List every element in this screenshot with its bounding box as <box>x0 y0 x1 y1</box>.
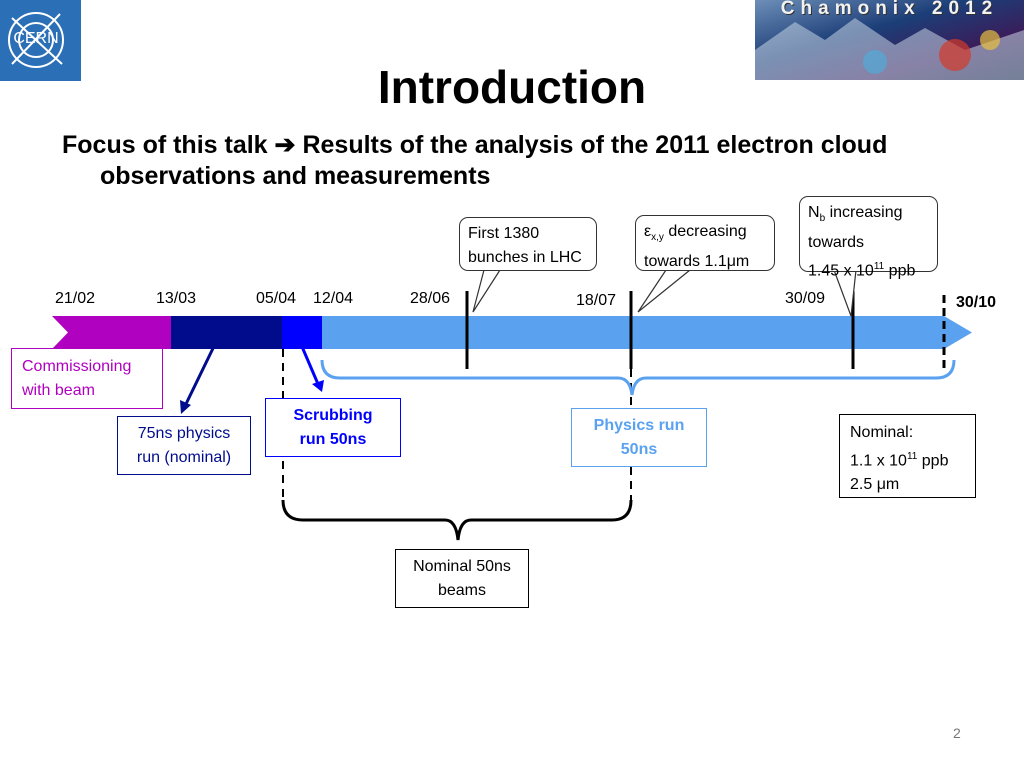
physics75-label: 75ns physics run (nominal) <box>117 416 251 475</box>
date-21-02: 21/02 <box>55 290 96 307</box>
emittance-line2: towards 1.1μm <box>644 253 750 271</box>
physics75-line1: 75ns physics <box>137 425 231 442</box>
commissioning-line2: with beam <box>22 382 95 399</box>
nb-line3-pre: 1.45 x 10 <box>808 262 874 280</box>
physics75-arrow-head <box>180 400 191 414</box>
nb-symbol: N <box>808 204 820 221</box>
commissioning-segment <box>52 316 172 349</box>
nb-text: increasing <box>825 204 903 221</box>
physics-run-brace <box>320 359 956 396</box>
physics50-line1: Physics run <box>593 417 685 434</box>
physics50-label: Physics run 50ns <box>571 408 707 467</box>
first1380-pointer <box>472 269 501 313</box>
nominal-line2-post: ppb <box>917 452 949 470</box>
emittance-callout: εx,y decreasing towards 1.1μm <box>635 215 775 271</box>
right-arrow-icon: ➔ <box>274 131 296 159</box>
first1380-line2: bunches in LHC <box>468 249 582 266</box>
physics50-segment <box>322 316 972 349</box>
focus-lead: Focus of this talk <box>62 131 268 159</box>
nominal-line2: 1.1 x 1011 ppb <box>850 445 965 473</box>
date-28-06: 28/06 <box>410 290 451 307</box>
nb-line3-post: ppb <box>884 262 916 280</box>
nb-line2: towards <box>808 234 865 252</box>
page-number: 2 <box>953 725 961 741</box>
nominal-line1: Nominal: <box>850 424 914 441</box>
nominal50-line2: beams <box>437 582 487 599</box>
scrubbing-line1: Scrubbing <box>293 407 373 424</box>
date-30-10: 30/10 <box>956 294 997 311</box>
emittance-subscript: x,y <box>651 232 664 244</box>
emittance-pointer <box>637 269 691 313</box>
physics50-line2: 50ns <box>620 441 658 458</box>
scrubbing-arrow-head <box>312 380 324 392</box>
nominal50-brace <box>281 499 633 541</box>
nominal-line2-pre: 1.1 x 10 <box>850 452 907 470</box>
focus-statement: Focus of this talk ➔ Results of the anal… <box>62 130 992 192</box>
focus-line-2: observations and measurements <box>100 162 491 190</box>
date-13-03: 13/03 <box>156 290 197 307</box>
commissioning-line1: Commissioning <box>22 358 132 375</box>
nominal-line2-exponent: 11 <box>906 451 918 462</box>
nominal-line3: 2.5 μm <box>850 476 900 494</box>
emittance-line1: εx,y decreasing <box>644 220 766 250</box>
date-30-09: 30/09 <box>785 290 826 307</box>
nominal50-label: Nominal 50ns beams <box>395 549 529 608</box>
nb-pointer <box>833 269 857 317</box>
date-12-04: 12/04 <box>313 290 354 307</box>
physics75-segment <box>171 316 283 349</box>
chamonix-logo: Chamonix 2012 <box>755 0 1024 80</box>
nb-line3-exponent: 11 <box>873 261 885 273</box>
emittance-text: decreasing <box>663 223 747 240</box>
scrubbing-arrow-line <box>298 341 320 385</box>
cern-logo-text: CERN <box>13 30 59 47</box>
focus-rest: Results of the analysis of the 2011 elec… <box>302 131 888 159</box>
scrubbing-label: Scrubbing run 50ns <box>265 398 401 457</box>
epsilon-symbol: ε <box>644 223 652 240</box>
date-18-07: 18/07 <box>576 292 617 309</box>
nb-line1: Nb increasing <box>808 201 929 231</box>
nominal50-line1: Nominal 50ns <box>413 558 511 575</box>
scrubbing-line2: run 50ns <box>299 431 367 448</box>
physics75-arrow-line <box>183 337 220 407</box>
focus-line-1: Focus of this talk ➔ Results of the anal… <box>62 130 992 161</box>
page-title: Introduction <box>377 61 647 113</box>
physics75-line2: run (nominal) <box>136 449 232 466</box>
cern-logo: CERN <box>0 0 81 81</box>
first1380-callout: First 1380 bunches in LHC <box>459 217 597 271</box>
nb-callout: Nb increasing towards 1.45 x 1011 ppb <box>799 196 938 280</box>
commissioning-label: Commissioning with beam <box>11 348 163 409</box>
date-05-04: 05/04 <box>256 290 297 307</box>
scrubbing-segment <box>282 316 323 349</box>
nb-line3: 1.45 x 1011 ppb <box>808 255 929 283</box>
nominal-parameters-box: Nominal: 1.1 x 1011 ppb 2.5 μm <box>839 414 976 498</box>
nb-subscript: b <box>819 213 826 225</box>
first1380-line1: First 1380 <box>468 225 540 242</box>
chamonix-logo-text: Chamonix 2012 <box>780 0 999 19</box>
